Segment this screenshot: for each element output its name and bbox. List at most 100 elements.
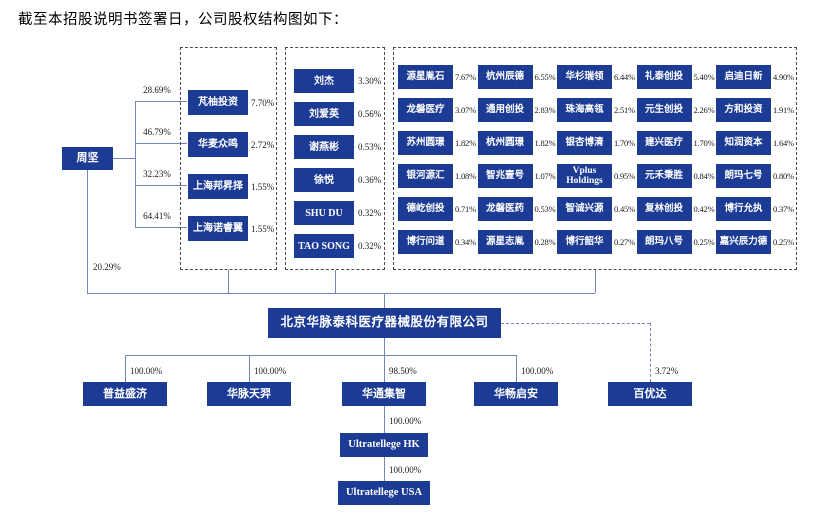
entity-box: 建兴医疗: [636, 131, 692, 155]
shareholder-row: SHU DU 0.32%: [294, 201, 384, 225]
ownership-pct: 0.42%: [693, 204, 715, 214]
ownership-pct: 1.70%: [614, 138, 635, 148]
connector-line: [516, 355, 517, 382]
ownership-pct: 64.41%: [143, 211, 171, 221]
entity-box: SHU DU: [294, 201, 354, 225]
entity-box: 苏州圆璟: [398, 131, 453, 155]
ownership-pct: 0.37%: [773, 204, 794, 214]
ownership-pct: 3.72%: [655, 366, 679, 376]
shareholder-row: 徐悦 0.36%: [294, 168, 384, 192]
entity-box: 复林创投: [636, 197, 692, 221]
shareholder-row: 刘爱英 0.56%: [294, 102, 384, 126]
shareholder-row: 华麦众鸣 2.72%: [188, 132, 276, 157]
connector-line: [87, 293, 595, 294]
shareholder-cell: 源星胤石 7.67%: [398, 65, 478, 89]
ownership-pct: 1.55%: [251, 223, 275, 234]
shareholder-row: TAO SONG 0.32%: [294, 234, 384, 258]
ownership-pct: 4.90%: [773, 72, 794, 82]
ownership-pct: 2.72%: [251, 139, 275, 150]
ownership-pct: 0.34%: [455, 237, 476, 247]
entity-box: 知润资本: [716, 131, 771, 155]
entity-box: 珠海高瓴: [557, 98, 612, 122]
ownership-pct: 100.00%: [389, 416, 422, 426]
entity-box: 朗玛七号: [716, 164, 771, 188]
ownership-pct: 0.84%: [693, 171, 715, 181]
entity-box: 徐悦: [294, 168, 354, 192]
connector-line: [228, 270, 229, 293]
entity-box: 方和投资: [716, 98, 771, 122]
ownership-pct: 0.53%: [358, 142, 382, 152]
entity-box: 银河源汇: [398, 164, 453, 188]
ownership-pct: 0.95%: [614, 171, 635, 181]
institutional-shareholders-group: 源星胤石 7.67% 杭州辰德 6.55% 华杉瑞领 6.44% 礼泰创投 5.…: [393, 47, 797, 270]
entity-box: 华杉瑞领: [557, 65, 612, 89]
ownership-pct: 0.32%: [358, 208, 382, 218]
entity-box: 杭州辰德: [477, 65, 533, 89]
ownership-pct: 1.82%: [455, 138, 476, 148]
dashed-connector-line: [501, 323, 650, 324]
shareholder-row: 上海诺睿翼 1.55%: [188, 216, 276, 241]
ownership-pct: 6.44%: [614, 72, 635, 82]
entity-box: 通用创投: [477, 98, 533, 122]
connector-line: [595, 270, 596, 293]
connector-line: [113, 158, 135, 159]
entity-box: 刘杰: [294, 69, 354, 93]
shareholder-cell: 源星志胤 0.28%: [477, 230, 558, 254]
shareholder-cell: 嘉兴辰力德 0.25%: [716, 230, 796, 254]
ownership-pct: 28.69%: [143, 85, 171, 95]
shareholder-cell: 苏州圆璟 1.82%: [398, 131, 478, 155]
shareholder-cell: 华杉瑞领 6.44%: [557, 65, 637, 89]
connector-line: [135, 185, 187, 186]
ownership-pct: 100.00%: [389, 465, 422, 475]
entity-box: 元禾秉胜: [636, 164, 692, 188]
ownership-pct: 0.56%: [358, 109, 382, 119]
shareholder-cell: 德屹创投 0.71%: [398, 197, 478, 221]
connector-line: [335, 270, 336, 293]
ownership-pct: 2.26%: [693, 105, 715, 115]
dashed-connector-line: [650, 323, 651, 382]
entity-box: 华麦众鸣: [188, 132, 248, 157]
ownership-pct: 0.45%: [614, 204, 635, 214]
entity-box: 德屹创投: [398, 197, 453, 221]
ownership-pct: 1.64%: [773, 138, 794, 148]
ownership-pct: 0.36%: [358, 175, 382, 185]
ownership-pct: 0.27%: [614, 237, 635, 247]
ownership-pct: 1.08%: [455, 171, 476, 181]
ownership-pct: 0.25%: [693, 237, 715, 247]
ownership-pct: 1.55%: [251, 181, 275, 192]
shareholder-cell: 朗玛七号 0.80%: [716, 164, 796, 188]
shareholder-cell: 建兴医疗 1.70%: [636, 131, 717, 155]
shareholder-cell: 启迪日新 4.90%: [716, 65, 796, 89]
company-box: 北京华脉泰科医疗器械股份有限公司: [268, 308, 501, 338]
ownership-pct: 1.82%: [534, 138, 556, 148]
connector-line: [384, 293, 385, 308]
shareholder-cell: 银河源汇 1.08%: [398, 164, 478, 188]
subsidiary-box: 华脉天羿: [207, 382, 291, 406]
connector-line: [249, 355, 250, 382]
ownership-pct: 1.07%: [534, 171, 556, 181]
shareholder-cell: 博行韶华 0.27%: [557, 230, 637, 254]
subsidiary-box: Ultratellege USA: [338, 481, 430, 505]
founder-box: 周坚: [62, 147, 113, 170]
entity-box: 龙磐医疗: [398, 98, 453, 122]
ownership-pct: 2.51%: [614, 105, 635, 115]
shareholder-cell: 通用创投 2.83%: [477, 98, 558, 122]
shareholder-cell: Vplus Holdings 0.95%: [557, 164, 637, 188]
entity-box: 博行问道: [398, 230, 453, 254]
entity-box: 源星胤石: [398, 65, 453, 89]
connector-line: [87, 170, 88, 293]
ownership-pct: 100.00%: [130, 366, 163, 376]
entity-box: 礼泰创投: [636, 65, 692, 89]
connector-line: [384, 457, 385, 482]
shareholder-cell: 博行问道 0.34%: [398, 230, 478, 254]
ownership-pct: 100.00%: [254, 366, 287, 376]
shareholder-cell: 博行允执 0.37%: [716, 197, 796, 221]
ownership-pct: 0.53%: [534, 204, 556, 214]
subsidiary-box: 普益盛济: [83, 382, 167, 406]
shareholder-cell: 智诚兴源 0.45%: [557, 197, 637, 221]
entity-box: 博行允执: [716, 197, 771, 221]
shareholder-cell: 银杏博清 1.70%: [557, 131, 637, 155]
ownership-pct: 3.30%: [358, 76, 382, 86]
shareholder-cell: 朗玛八号 0.25%: [636, 230, 717, 254]
